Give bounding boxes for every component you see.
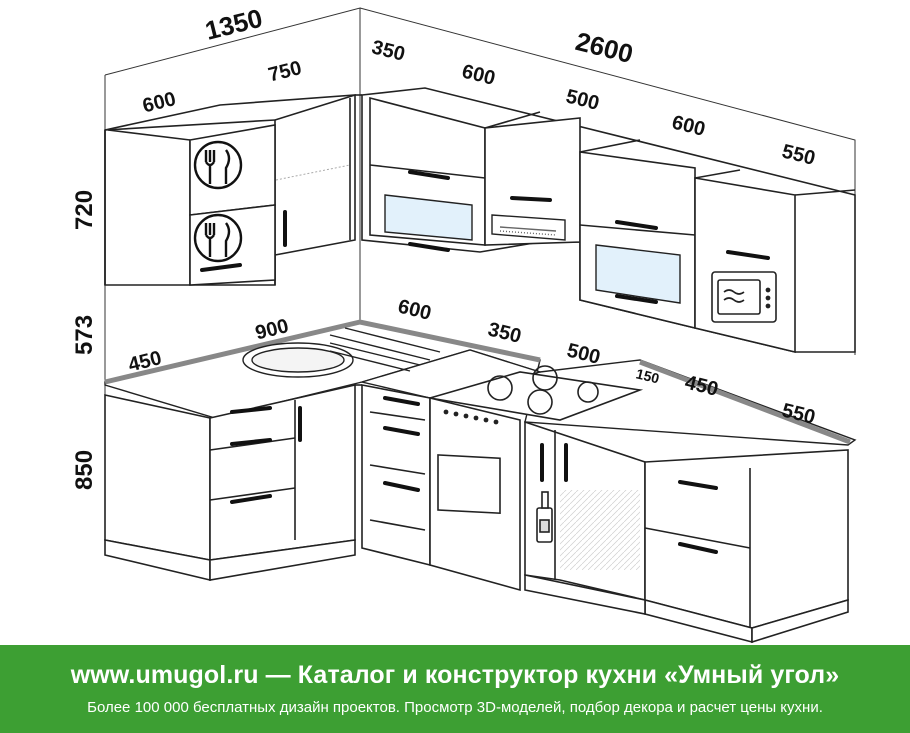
lower-cabinets-mid xyxy=(361,384,521,592)
upper-cabinets-left xyxy=(104,94,362,286)
lower-cabinets-left xyxy=(104,383,362,582)
countertop-edges xyxy=(104,319,851,445)
sink xyxy=(242,327,441,378)
dim-top-500: 500 xyxy=(564,85,602,114)
plate-icon xyxy=(193,140,243,263)
lower-handles xyxy=(230,396,718,554)
dim-top-350: 350 xyxy=(369,36,407,65)
upper-left-handles xyxy=(200,210,287,272)
dim-top-left-total: 1350 xyxy=(202,3,265,46)
dim-ct-500: 500 xyxy=(565,339,603,368)
footer-subtitle: Более 100 000 бесплатных дизайн проектов… xyxy=(87,699,823,716)
dim-top-right-total: 2600 xyxy=(573,26,636,69)
dim-height-upper: 720 xyxy=(71,190,98,230)
hob xyxy=(429,365,644,421)
bottle-icon xyxy=(536,491,553,543)
lower-cabinets-right xyxy=(524,420,849,644)
dim-top-left-600: 600 xyxy=(140,88,178,117)
footer-title[interactable]: www.umugol.ru — Каталог и конструктор ку… xyxy=(70,661,840,689)
upper-right-handles xyxy=(408,170,770,304)
dim-top-550: 550 xyxy=(780,140,818,169)
dim-ct-600: 600 xyxy=(396,295,434,324)
dim-top-600a: 600 xyxy=(460,60,498,89)
dim-ct-150: 150 xyxy=(634,365,661,386)
dim-height-lower: 850 xyxy=(71,450,98,490)
dim-top-600b: 600 xyxy=(670,111,708,140)
microwave-icon xyxy=(711,271,777,323)
dim-height-gap: 573 xyxy=(71,315,98,355)
footer-banner: www.umugol.ru — Каталог и конструктор ку… xyxy=(0,645,910,733)
dim-ct-350: 350 xyxy=(486,318,524,347)
oven-knobs xyxy=(443,409,499,425)
kitchen-drawing: 1350 750 600 2600 350 600 500 600 550 72… xyxy=(71,3,857,644)
glass-doors xyxy=(384,194,681,304)
range-hood xyxy=(491,214,566,241)
dim-top-left-750: 750 xyxy=(266,57,304,86)
